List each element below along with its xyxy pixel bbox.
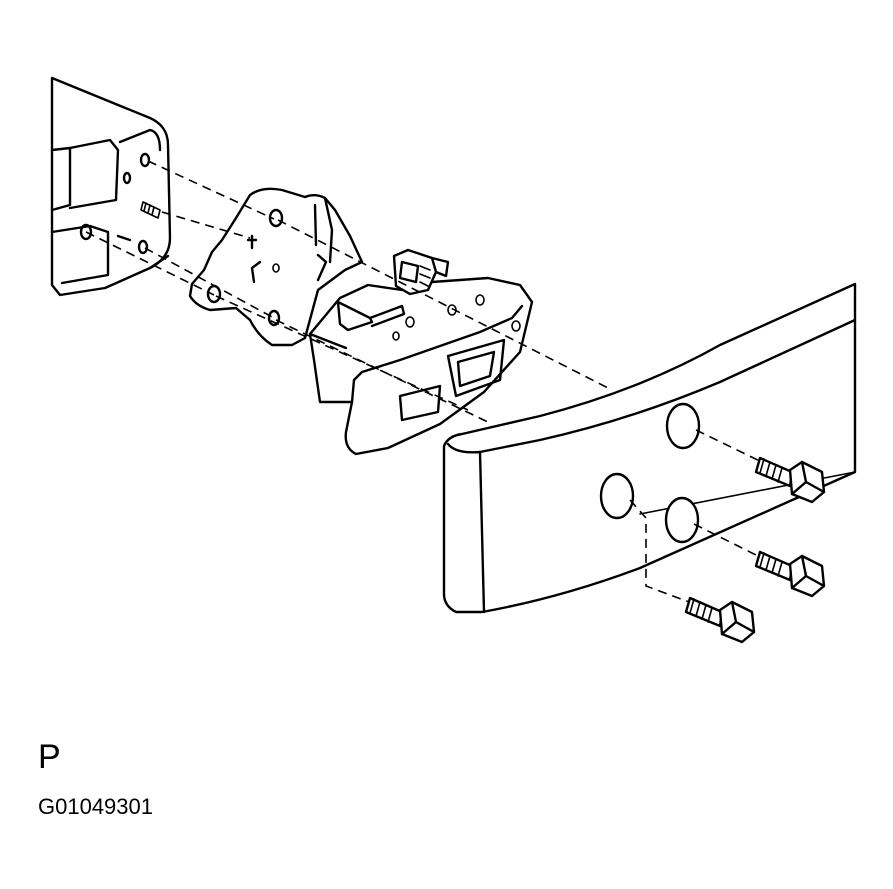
panel-hole	[137, 239, 149, 255]
alignment-lines	[85, 160, 771, 607]
bolt-hole	[665, 402, 701, 450]
striker-slot	[446, 338, 506, 398]
bolt-hole	[664, 496, 700, 544]
panel-hole	[122, 171, 132, 185]
mounting-bolt	[754, 456, 826, 504]
mounting-bolt	[684, 596, 756, 644]
bolt-hole	[599, 472, 635, 520]
lock-connector	[392, 248, 450, 296]
lock-bracket	[188, 187, 364, 347]
lock-assembly	[308, 276, 534, 456]
view-label: P	[38, 738, 61, 776]
bracket-hole	[268, 208, 284, 228]
bracket-hole	[267, 309, 281, 327]
door-panel	[442, 282, 857, 614]
mounting-bolt	[754, 550, 826, 598]
panel-hole	[139, 152, 151, 168]
stud-bolt	[140, 201, 161, 219]
panel-hole	[79, 223, 93, 241]
figure-id: G01049301	[38, 794, 153, 819]
body-panel	[50, 76, 172, 297]
